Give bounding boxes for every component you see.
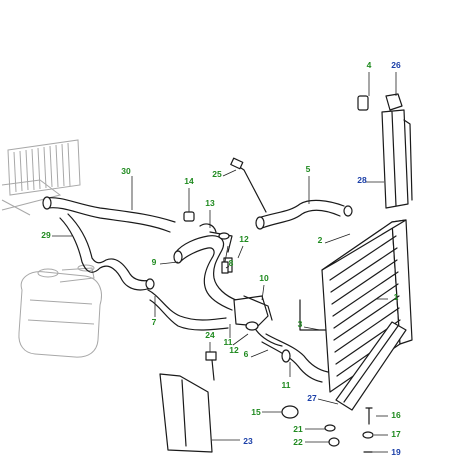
callout-c11b[interactable]: 11	[282, 380, 291, 390]
drain-plug-parts[interactable]	[281, 405, 340, 447]
callout-c10[interactable]: 10	[259, 273, 269, 283]
callout-c29[interactable]: 29	[41, 230, 51, 240]
callout-c11a[interactable]: 11	[224, 337, 233, 347]
callout-c7[interactable]: 7	[152, 317, 157, 327]
vehicle-structure-ghost	[1, 139, 81, 216]
callout-c14[interactable]: 14	[184, 176, 194, 186]
upper-radiator-hose[interactable]	[255, 199, 353, 230]
callout-c3[interactable]: 3	[298, 319, 303, 329]
callout-c27[interactable]: 27	[307, 393, 317, 403]
callout-c6[interactable]: 6	[244, 349, 249, 359]
callout-c24[interactable]: 24	[205, 330, 215, 340]
callout-c5[interactable]: 5	[306, 164, 311, 174]
callout-c15[interactable]: 15	[251, 407, 261, 417]
lower-deflector-panel[interactable]	[335, 321, 407, 411]
callout-c23[interactable]: 23	[243, 436, 253, 446]
callout-c21[interactable]: 21	[293, 424, 303, 434]
callout-c22[interactable]: 22	[293, 437, 303, 447]
lower-air-deflector[interactable]	[159, 351, 217, 453]
callout-c28[interactable]: 28	[357, 175, 367, 185]
hose-clamp-bracket[interactable]	[183, 211, 233, 253]
callout-c16[interactable]: 16	[391, 410, 401, 420]
callout-c12b[interactable]: 12	[229, 345, 239, 355]
callout-c25[interactable]: 25	[212, 169, 222, 179]
callout-c13[interactable]: 13	[205, 198, 215, 208]
callout-c30[interactable]: 30	[121, 166, 131, 176]
callout-c12a[interactable]: 12	[239, 234, 249, 244]
callout-c2[interactable]: 2	[318, 235, 323, 245]
radiator-lower-hose[interactable]	[261, 333, 329, 383]
fixing-bolts[interactable]	[362, 407, 374, 453]
callout-c26[interactable]: 26	[391, 60, 401, 70]
callout-c8[interactable]: 8	[229, 258, 234, 268]
callout-c4[interactable]: 4	[367, 60, 372, 70]
upper-mount-rubbers[interactable]	[357, 93, 403, 111]
radiator-side-bracket[interactable]	[381, 109, 413, 209]
radiator[interactable]	[299, 219, 413, 393]
callout-c17[interactable]: 17	[391, 429, 401, 439]
callout-c19[interactable]: 19	[391, 447, 401, 457]
lower-hose[interactable]	[147, 289, 229, 331]
thermostat-housing[interactable]	[233, 295, 283, 347]
temperature-sender[interactable]	[230, 157, 267, 213]
top-hose[interactable]	[42, 196, 176, 233]
callout-c9[interactable]: 9	[152, 257, 157, 267]
expansion-tank-ghost	[18, 264, 102, 358]
callout-c1[interactable]: 1	[394, 292, 399, 302]
bottom-hose[interactable]	[59, 213, 155, 291]
leader-lines	[52, 72, 397, 453]
